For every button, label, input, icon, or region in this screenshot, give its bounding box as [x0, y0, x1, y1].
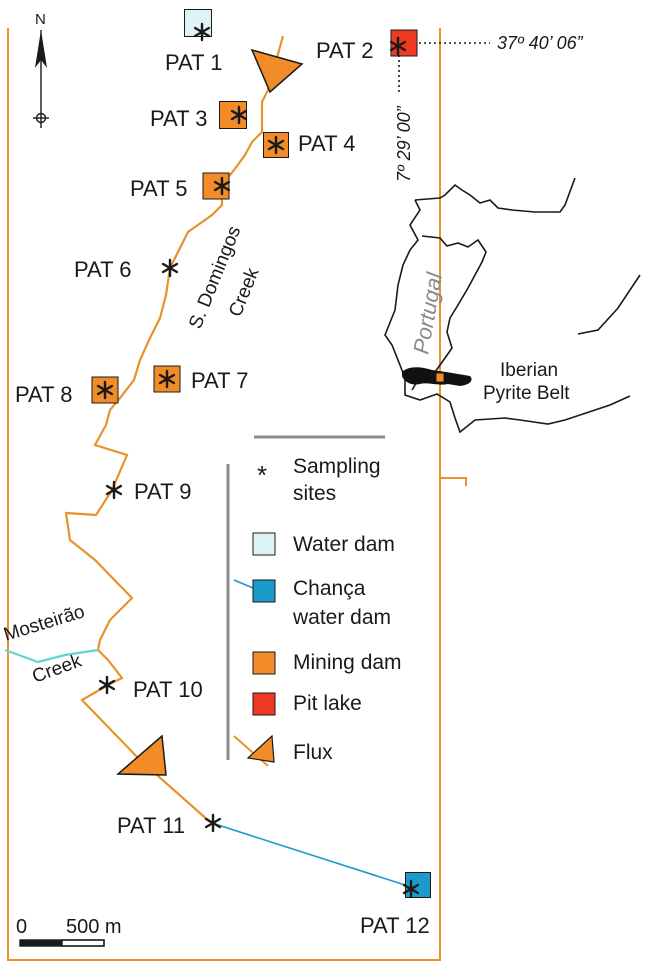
site-pat-3: PAT 3: [150, 101, 248, 131]
north-arrow: N: [33, 11, 49, 128]
site-pat-9: PAT 9: [105, 479, 191, 504]
longitude-label: 7º 29’ 00”: [394, 105, 414, 182]
inset-connection-line: [439, 378, 467, 486]
site-pat-10: PAT 10: [98, 675, 203, 702]
pyrite-belt-label-1: Iberian: [500, 360, 558, 381]
sampling-asterisk-pat-12: [402, 879, 420, 899]
north-label: N: [35, 11, 46, 28]
portugal-label: Portugal: [408, 270, 447, 356]
site-label-pat-6: PAT 6: [74, 257, 131, 282]
site-label-pat-8: PAT 8: [15, 382, 72, 407]
site-label-pat-3: PAT 3: [150, 106, 207, 131]
legend-sampling-label-2: sites: [293, 482, 336, 505]
flux-triangle-lower: [116, 734, 167, 776]
legend-flux-line: [233, 735, 269, 767]
sampling-asterisk-pat-9: [105, 480, 123, 500]
legend-sampling-label-1: Sampling: [293, 455, 381, 478]
legend-mining-dam-swatch: [252, 651, 276, 675]
site-label-pat-12: PAT 12: [360, 913, 430, 938]
scale-end-label: 500 m: [66, 916, 122, 938]
legend-pit-lake-label: Pit lake: [293, 692, 362, 715]
legend-chanca-label-2: water dam: [292, 606, 391, 629]
legend-mining-dam-label: Mining dam: [293, 651, 402, 674]
legend-flux-label: Flux: [293, 741, 333, 764]
site-pat-5: PAT 5: [130, 172, 231, 201]
scale-start-label: 0: [16, 916, 27, 938]
legend-symbol-sampling: *: [257, 460, 267, 490]
study-area-locator: [435, 372, 445, 383]
coordinate-guides: [398, 42, 490, 92]
sampling-asterisk-pat-5: [213, 176, 231, 196]
sampling-asterisk-pat-11: [204, 813, 222, 833]
legend: * Sampling sites Water dam Chança water …: [226, 435, 402, 767]
site-pat-8: PAT 8: [15, 376, 119, 407]
chanca-connection-line: [214, 823, 409, 887]
sampling-asterisk-pat-6: [161, 258, 179, 278]
site-label-pat-7: PAT 7: [191, 368, 248, 393]
sao-domingos-creek-label-2: Creek: [225, 265, 264, 320]
sampling-asterisk-pat-8: [96, 380, 114, 400]
site-pat-2: PAT 2: [316, 29, 418, 63]
legend-flux-swatch: [246, 734, 275, 763]
site-marker-pat-3: [219, 101, 247, 129]
site-pat-11: PAT 11: [117, 813, 222, 838]
flux-triangle-upper: [250, 48, 304, 94]
legend-chanca-label-1: Chança: [293, 577, 366, 600]
map-frame: [7, 28, 441, 961]
legend-pit-lake-swatch: [252, 692, 276, 716]
site-pat-1: PAT 1: [165, 9, 222, 75]
site-label-pat-2: PAT 2: [316, 38, 373, 63]
site-label-pat-10: PAT 10: [133, 677, 203, 702]
latitude-label: 37º 40’ 06”: [497, 33, 584, 53]
pyrite-belt-label-2: Pyrite Belt: [483, 383, 570, 404]
iberia-coastline: [384, 177, 641, 434]
site-marker-pat-1: [184, 9, 212, 37]
site-label-pat-4: PAT 4: [298, 131, 355, 156]
sampling-asterisk-pat-1: [193, 22, 211, 42]
site-pat-7: PAT 7: [153, 365, 248, 393]
mosteirao-creek-line: [4, 648, 99, 664]
mosteirao-creek-label-1: Mosteirão: [1, 601, 87, 645]
scale-bar: 0 500 m: [16, 916, 122, 947]
sampling-asterisk-pat-3: [230, 105, 248, 125]
sao-domingos-creek-line: [64, 35, 285, 823]
legend-water-dam-swatch: [252, 532, 276, 556]
site-label-pat-5: PAT 5: [130, 176, 187, 201]
legend-water-dam-label: Water dam: [293, 533, 395, 556]
iberia-inset-map: [384, 177, 641, 434]
site-pat-12: PAT 12: [360, 872, 431, 938]
legend-chanca-swatch: [252, 579, 276, 603]
site-label-pat-1: PAT 1: [165, 50, 222, 75]
sampling-asterisk-pat-10: [98, 675, 116, 695]
site-marker-pat-5: [202, 172, 230, 200]
sampling-asterisk-pat-2: [389, 36, 407, 56]
sampling-asterisk-pat-4: [267, 135, 285, 155]
site-label-pat-9: PAT 9: [134, 479, 191, 504]
site-pat-6: PAT 6: [74, 257, 179, 282]
site-pat-4: PAT 4: [263, 131, 355, 158]
site-label-pat-11: PAT 11: [117, 813, 185, 838]
sampling-asterisk-pat-7: [158, 369, 176, 389]
